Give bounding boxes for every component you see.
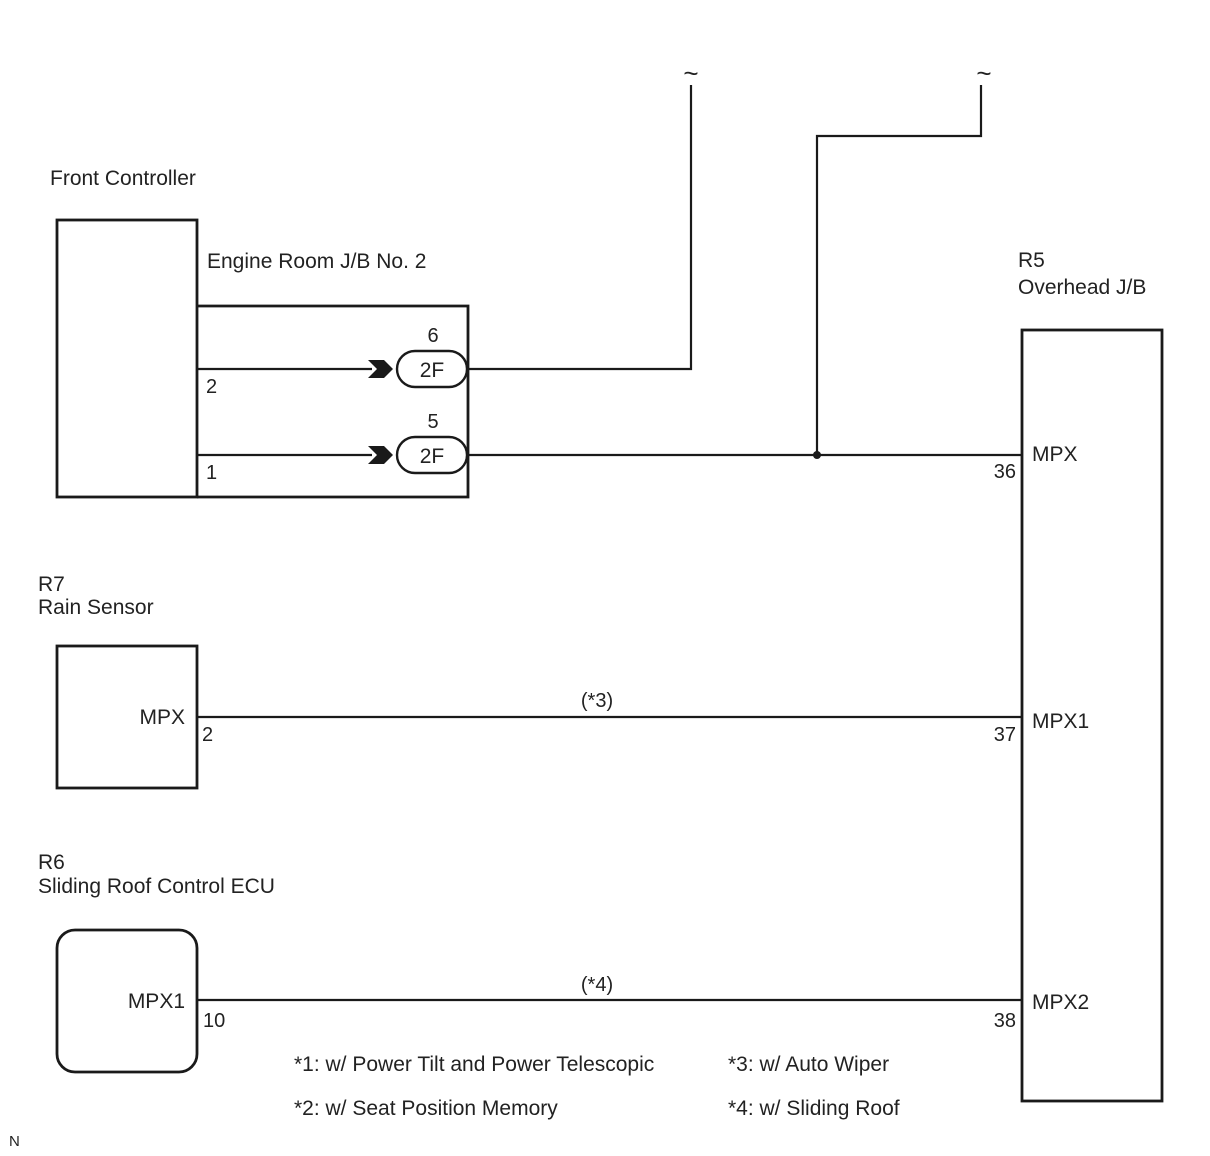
sliding-roof-ecu-code: R6 — [38, 851, 65, 874]
footnote-1: *1: w/ Power Tilt and Power Telescopic — [294, 1053, 654, 1076]
overhead-jb-pin-37: 37 — [994, 724, 1016, 746]
engine-room-jb-label: Engine Room J/B No. 2 — [207, 250, 426, 273]
jb-pin-5: 5 — [427, 411, 438, 433]
rain-sensor-label: Rain Sensor — [38, 596, 154, 619]
wire-break-left-icon: ~ — [683, 58, 698, 88]
jb-pin-6: 6 — [427, 325, 438, 347]
overhead-jb-pin-36: 36 — [994, 461, 1016, 483]
front-controller-pin-lower: 1 — [206, 462, 217, 484]
wire-branch-up — [815, 85, 983, 455]
wire-note-3: (*3) — [581, 690, 613, 712]
sliding-roof-ecu-label: Sliding Roof Control ECU — [38, 875, 275, 898]
overhead-jb-label: Overhead J/B — [1018, 276, 1146, 299]
sliding-roof-ecu-mpx1-label: MPX1 — [128, 990, 185, 1013]
front-controller-box — [55, 218, 199, 499]
overhead-jb-mpx1-label: MPX1 — [1032, 710, 1089, 733]
sliding-roof-ecu-pin-10: 10 — [203, 1010, 225, 1032]
connector-2f-upper-label: 2F — [420, 359, 445, 382]
connector-arrow-upper-icon — [368, 360, 393, 378]
rain-sensor-code: R7 — [38, 573, 65, 596]
wire-break-right-icon: ~ — [976, 58, 991, 88]
corner-mark: N — [9, 1133, 20, 1150]
connector-2f-lower — [395, 435, 469, 475]
wire-pin6-up — [468, 85, 693, 371]
connector-2f-upper — [395, 349, 469, 389]
footnote-3: *3: w/ Auto Wiper — [728, 1053, 889, 1076]
front-controller-pin-upper: 2 — [206, 376, 217, 398]
rain-sensor-mpx-label: MPX — [139, 706, 185, 729]
overhead-jb-pin-38: 38 — [994, 1010, 1016, 1032]
connector-arrow-lower-icon — [368, 446, 393, 464]
wire-note-4: (*4) — [581, 974, 613, 996]
footnote-2: *2: w/ Seat Position Memory — [294, 1097, 558, 1120]
overhead-jb-mpx-label: MPX — [1032, 443, 1078, 466]
connector-2f-lower-label: 2F — [420, 445, 445, 468]
overhead-jb-code: R5 — [1018, 249, 1045, 272]
overhead-jb-mpx2-label: MPX2 — [1032, 991, 1089, 1014]
footnote-4: *4: w/ Sliding Roof — [728, 1097, 900, 1120]
overhead-jb-box — [1020, 328, 1164, 1103]
front-controller-label: Front Controller — [50, 167, 196, 190]
rain-sensor-pin-2: 2 — [202, 724, 213, 746]
engine-room-jb-box — [197, 304, 470, 499]
